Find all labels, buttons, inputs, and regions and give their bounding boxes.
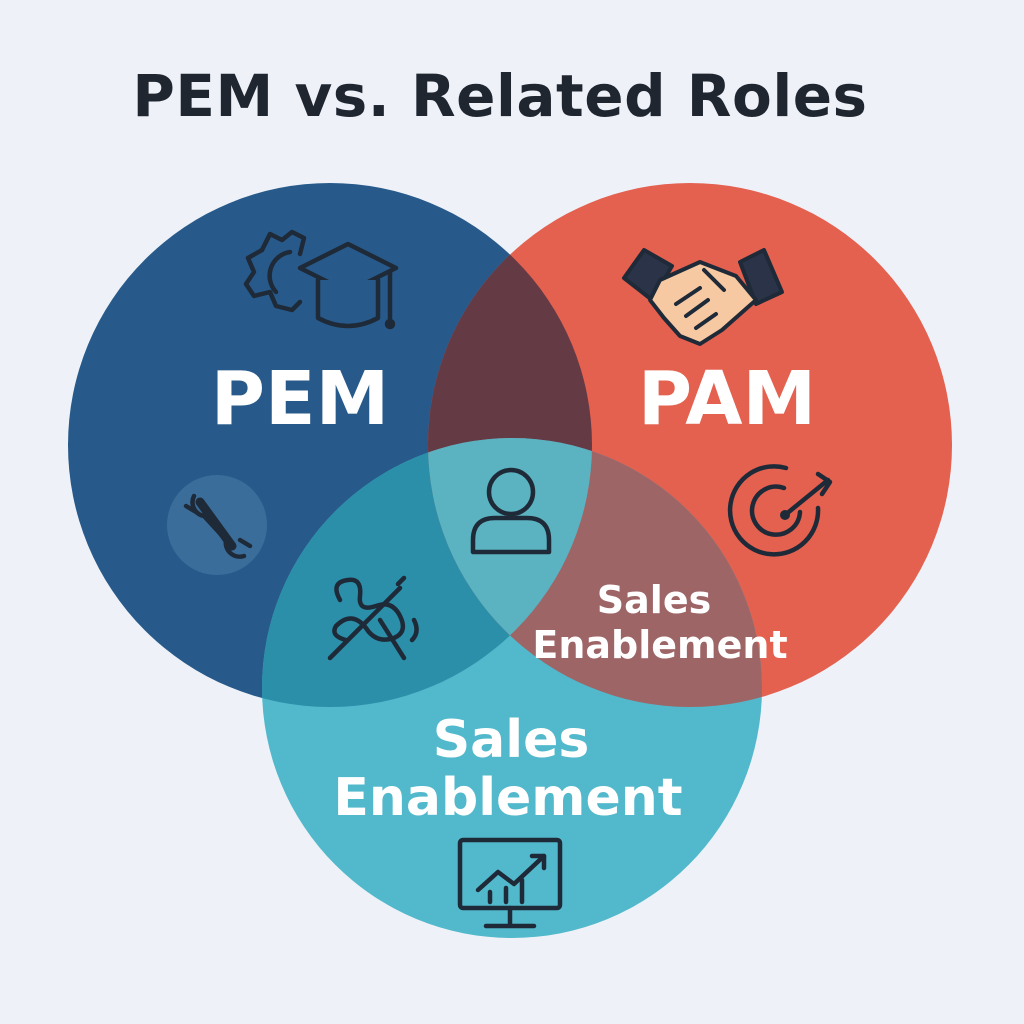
pam-label: PAM	[638, 356, 816, 442]
gear-icon	[243, 229, 307, 313]
target-icon	[727, 464, 833, 557]
pam-sales-label-line1: Sales	[597, 578, 711, 622]
graduation-cap-icon	[297, 241, 399, 330]
sales-enablement-label-line1: Sales	[433, 710, 590, 770]
pem-label: PEM	[211, 356, 389, 442]
presentation-chart-icon	[457, 837, 563, 929]
sales-enablement-label-line2: Enablement	[333, 768, 682, 828]
handshake-icon	[622, 248, 784, 346]
diagram-title: PEM vs. Related Roles	[132, 62, 868, 130]
wrench-icon	[167, 475, 267, 575]
person-icon	[470, 467, 552, 555]
pam-sales-label-line2: Enablement	[532, 623, 787, 667]
tangled-scribble-icon	[327, 575, 419, 661]
